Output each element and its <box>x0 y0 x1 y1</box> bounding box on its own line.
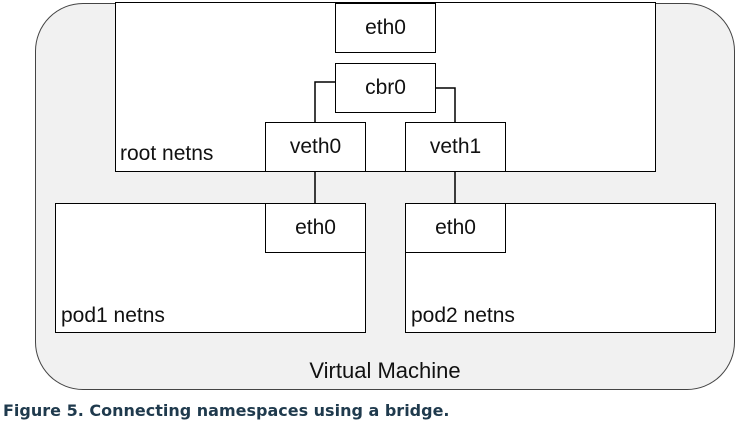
root-netns-label: root netns <box>120 142 214 165</box>
pod1-netns-label: pod1 netns <box>61 304 165 327</box>
veth0-node: veth0 <box>265 122 366 172</box>
figure-caption: Figure 5. Connecting namespaces using a … <box>3 401 450 420</box>
virtual-machine-label: Virtual Machine <box>309 358 461 383</box>
cbr0-bridge-node: cbr0 <box>335 63 436 113</box>
root-eth0-node: eth0 <box>335 3 436 53</box>
pod2-netns-label: pod2 netns <box>411 304 515 327</box>
veth1-node: veth1 <box>405 122 506 172</box>
pod2-eth0-node: eth0 <box>405 203 506 253</box>
pod1-eth0-node: eth0 <box>265 203 366 253</box>
